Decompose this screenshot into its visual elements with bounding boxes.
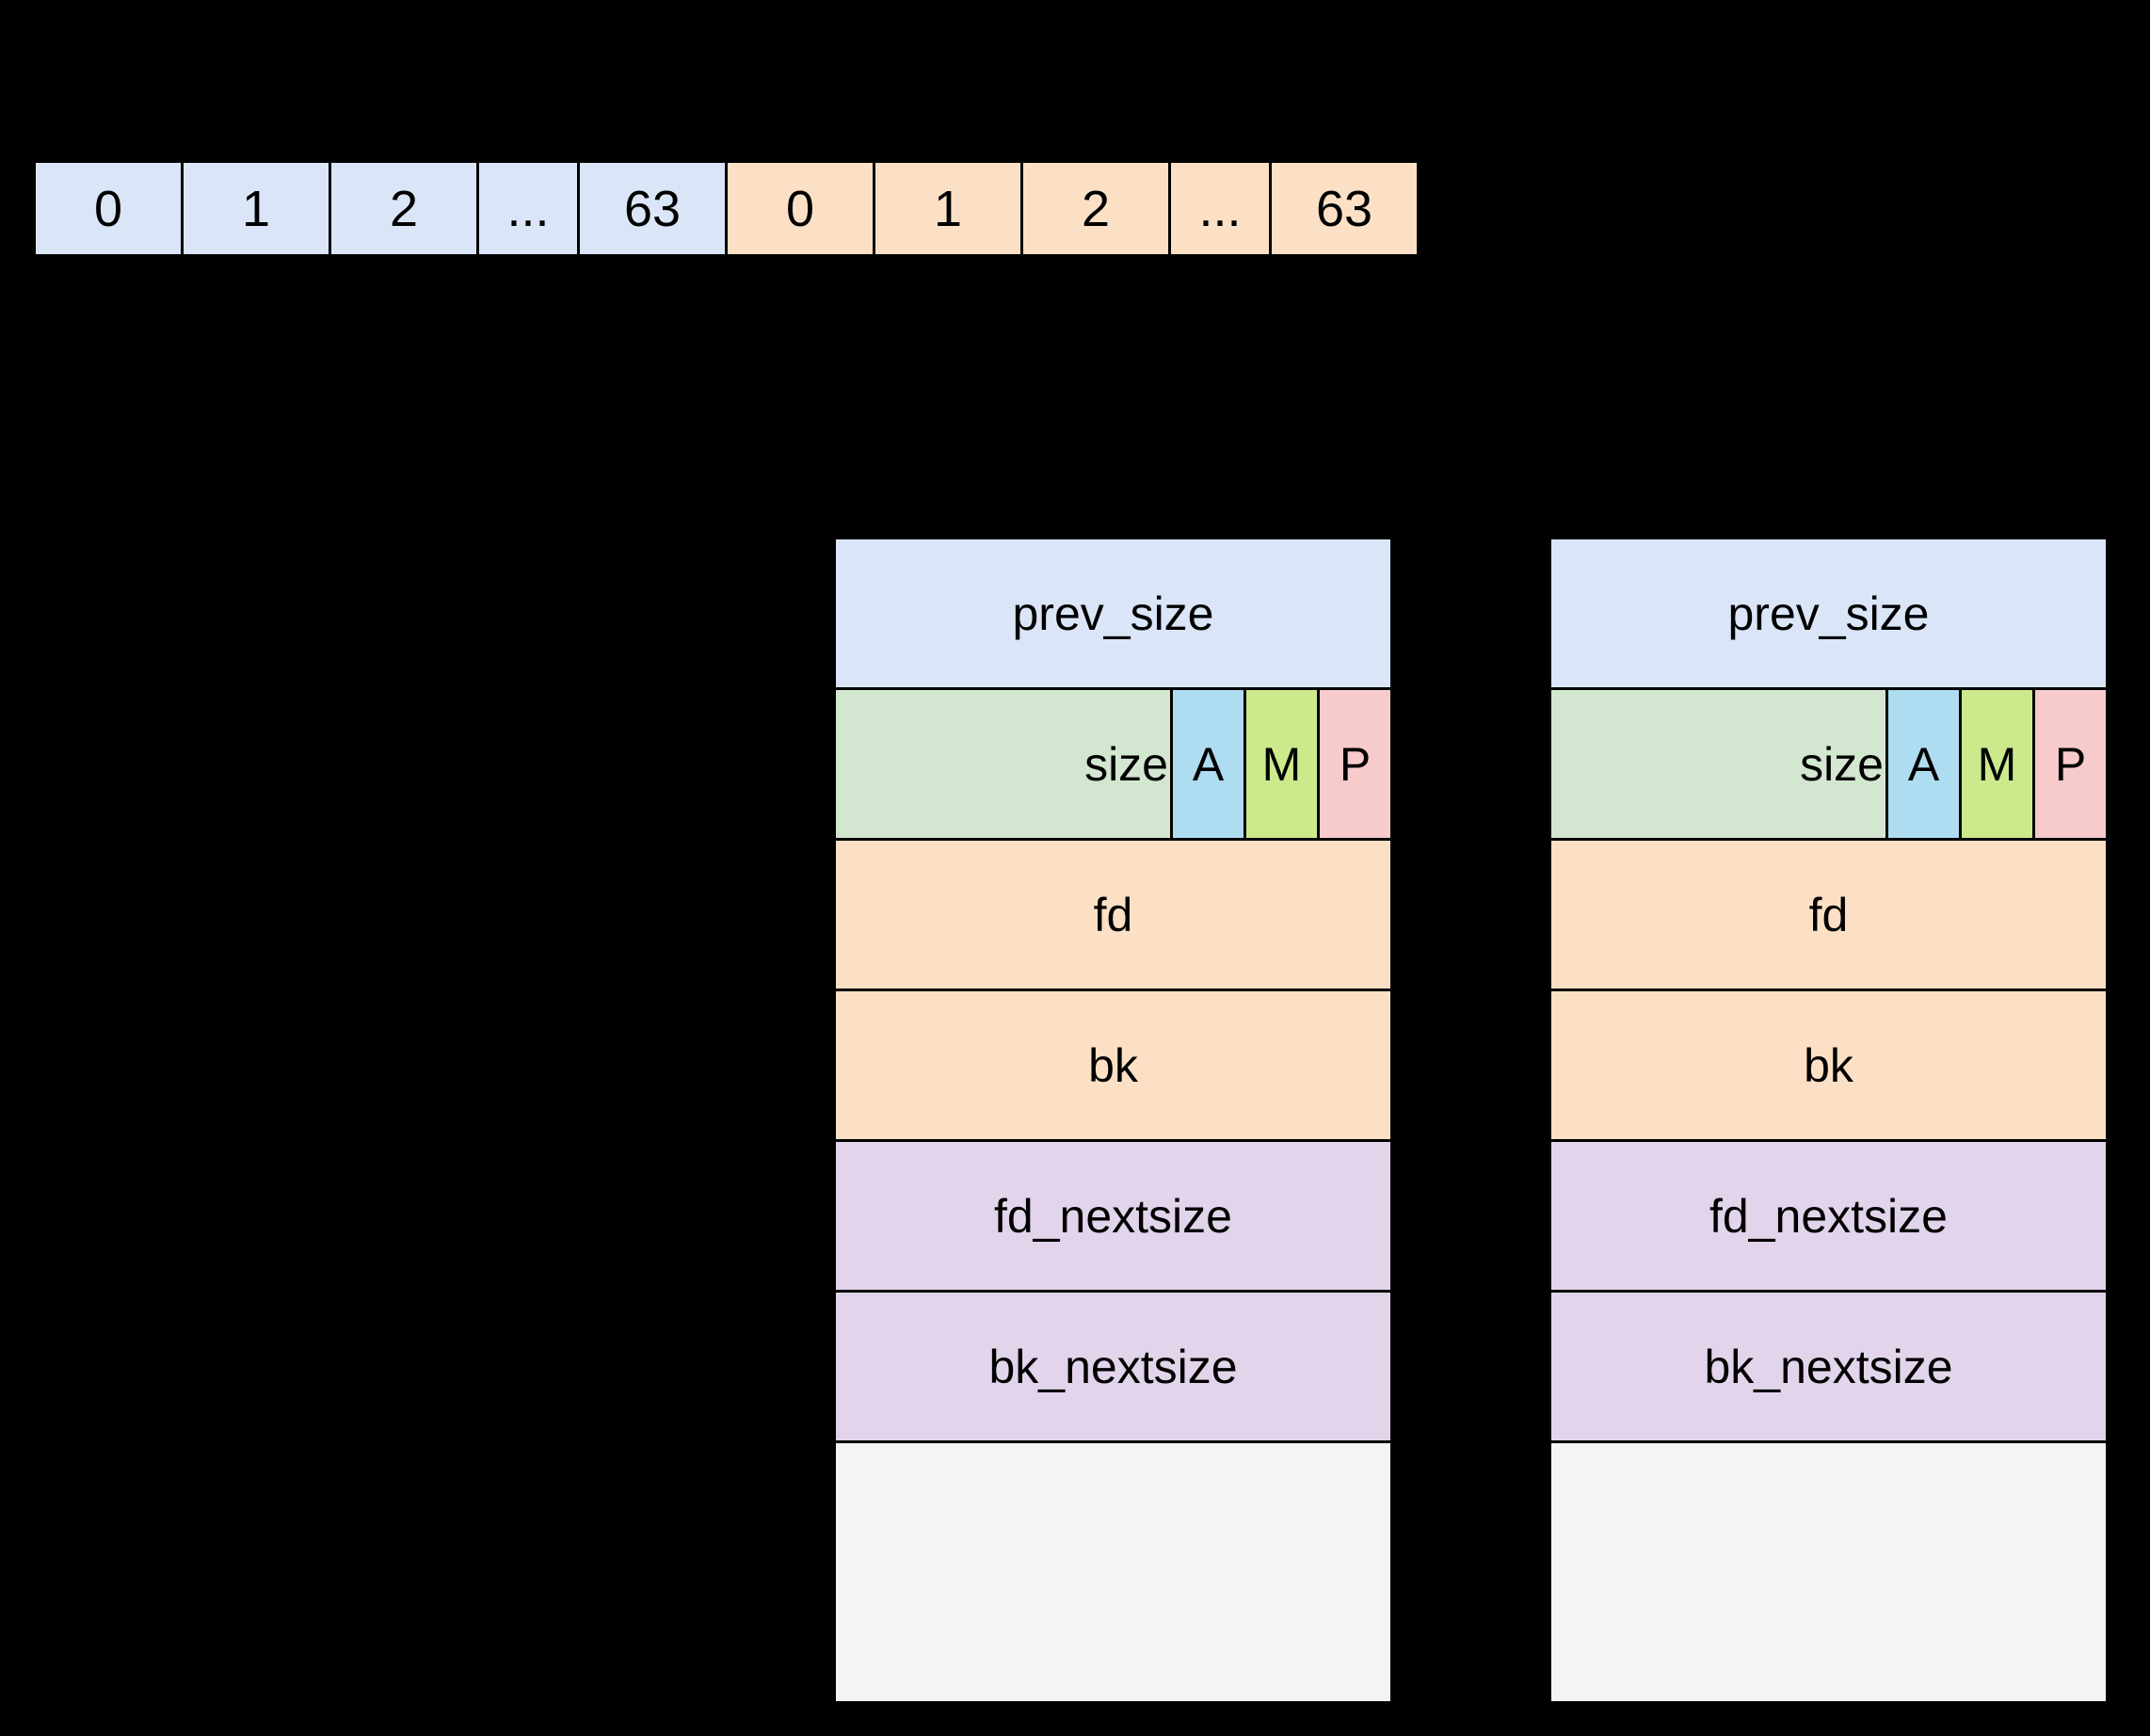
bin-cell-blue-0[interactable]: 0	[33, 160, 184, 257]
bin-cell-orange-2[interactable]: 2	[1020, 160, 1171, 257]
chunk-field-size-row: size A M P	[1548, 687, 2109, 841]
bin-cell-blue-ellipsis[interactable]: ...	[476, 160, 580, 257]
chunk-flag-p[interactable]: P	[1317, 687, 1393, 841]
chunk-field-size[interactable]: size	[833, 687, 1173, 841]
chunk-field-bk-nextsize[interactable]: bk_nextsize	[833, 1290, 1393, 1443]
chunk-flag-a[interactable]: A	[1170, 687, 1246, 841]
chunk-field-fd-nextsize[interactable]: fd_nextsize	[1548, 1139, 2109, 1293]
chunk-flag-p[interactable]: P	[2032, 687, 2109, 841]
chunk-field-fd[interactable]: fd	[1548, 838, 2109, 991]
bin-cell-blue-1[interactable]: 1	[181, 160, 331, 257]
bin-cell-orange-ellipsis[interactable]: ...	[1168, 160, 1272, 257]
chunk-field-fd[interactable]: fd	[833, 838, 1393, 991]
bin-cell-blue-63[interactable]: 63	[577, 160, 728, 257]
chunk-field-blank[interactable]	[1548, 1440, 2109, 1704]
chunk-field-size-row: size A M P	[833, 687, 1393, 841]
chunk-field-blank[interactable]	[833, 1440, 1393, 1704]
chunk-diagram-left: prev_size size A M P fd bk fd_nextsize b…	[833, 537, 1393, 1704]
bin-cell-orange-0[interactable]: 0	[725, 160, 875, 257]
chunk-field-size[interactable]: size	[1548, 687, 1888, 841]
bin-cell-orange-63[interactable]: 63	[1269, 160, 1420, 257]
chunk-flag-m[interactable]: M	[1959, 687, 2035, 841]
bin-cell-blue-2[interactable]: 2	[329, 160, 479, 257]
chunk-field-bk[interactable]: bk	[1548, 989, 2109, 1142]
chunk-flag-m[interactable]: M	[1243, 687, 1320, 841]
chunk-field-bk[interactable]: bk	[833, 989, 1393, 1142]
chunk-field-bk-nextsize[interactable]: bk_nextsize	[1548, 1290, 2109, 1443]
chunk-diagram-right: prev_size size A M P fd bk fd_nextsize b…	[1548, 537, 2109, 1704]
chunk-field-fd-nextsize[interactable]: fd_nextsize	[833, 1139, 1393, 1293]
bin-cell-orange-1[interactable]: 1	[873, 160, 1023, 257]
chunk-field-prev-size[interactable]: prev_size	[833, 537, 1393, 690]
bin-index-row: 0 1 2 ... 63 0 1 2 ... 63	[33, 160, 1420, 257]
chunk-field-prev-size[interactable]: prev_size	[1548, 537, 2109, 690]
chunk-flag-a[interactable]: A	[1885, 687, 1962, 841]
